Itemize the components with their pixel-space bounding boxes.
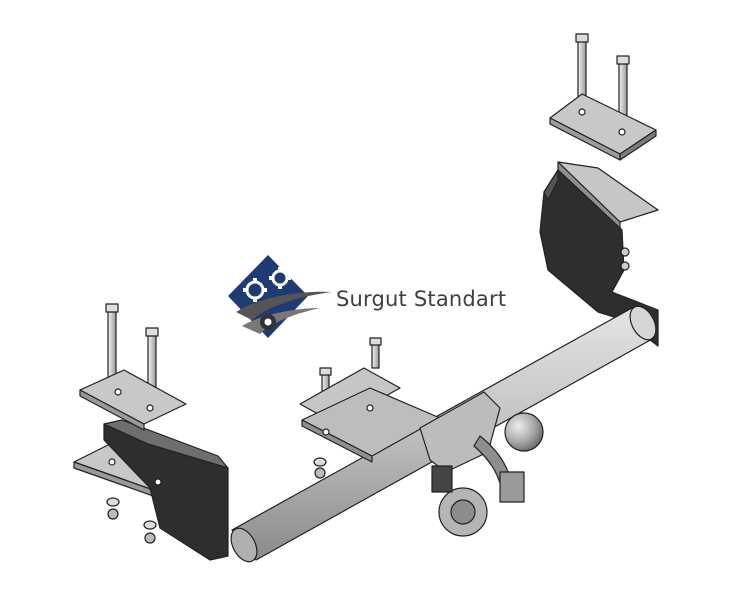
left-bracket bbox=[73, 419, 229, 561]
right-bracket bbox=[539, 161, 659, 347]
ball-mount bbox=[419, 391, 525, 537]
tow-ball bbox=[504, 412, 544, 452]
nut-left-2 bbox=[143, 520, 157, 544]
nut-left-1 bbox=[106, 497, 120, 520]
right-top-bolt-1 bbox=[575, 33, 589, 103]
brand-name: Surgut Standart bbox=[336, 287, 507, 311]
right-top-bolt-2 bbox=[616, 55, 630, 121]
left-top-bolt-1 bbox=[105, 303, 119, 385]
nut-center bbox=[313, 457, 327, 479]
gears-car-logo-icon bbox=[228, 255, 332, 338]
left-top-plate bbox=[79, 369, 187, 425]
center-bolt-2 bbox=[369, 337, 382, 369]
brand-watermark: Surgut Standart bbox=[228, 250, 528, 345]
